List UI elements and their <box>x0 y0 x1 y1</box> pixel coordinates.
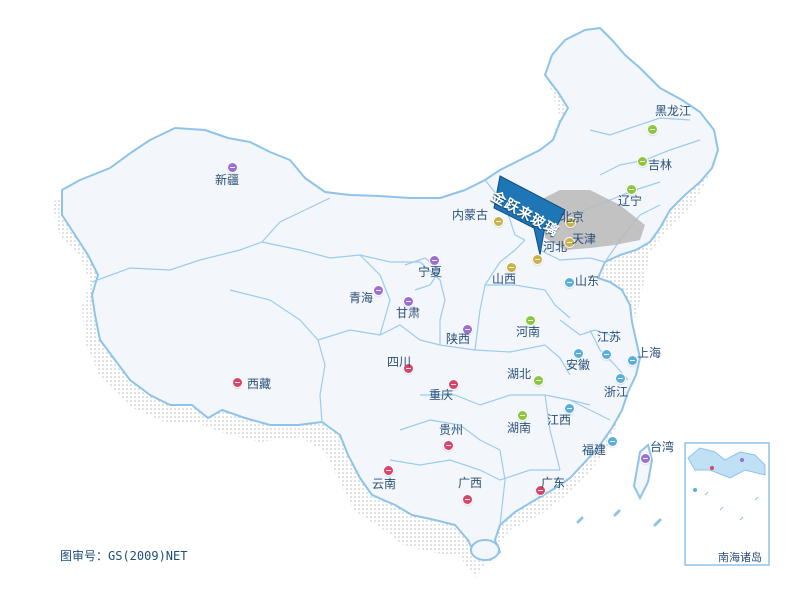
province-label[interactable]: 贵州 <box>439 423 464 437</box>
province-label[interactable]: 宁夏 <box>418 265 443 279</box>
province-label[interactable]: 西藏 <box>247 377 272 391</box>
province-label[interactable]: 重庆 <box>429 388 454 402</box>
province-label[interactable]: 广东 <box>541 476 566 490</box>
province-marker-icon[interactable] <box>536 486 545 495</box>
province-marker-icon[interactable] <box>628 356 637 365</box>
province-marker-icon[interactable] <box>430 256 439 265</box>
province-label[interactable]: 青海 <box>349 291 374 305</box>
region-highlight <box>540 190 645 250</box>
province-label[interactable]: 云南 <box>372 477 397 491</box>
province-marker-icon[interactable] <box>384 466 393 475</box>
province-label[interactable]: 天津 <box>572 232 597 246</box>
province-marker-icon[interactable] <box>574 349 583 358</box>
province-label[interactable]: 甘肃 <box>396 306 421 320</box>
province-label[interactable]: 上海 <box>637 346 662 360</box>
province-label[interactable]: 江苏 <box>597 330 622 344</box>
province-label[interactable]: 湖南 <box>507 421 532 435</box>
province-label[interactable]: 陕西 <box>446 332 471 346</box>
province-marker-icon[interactable] <box>616 374 625 383</box>
province-marker-icon[interactable] <box>602 350 611 359</box>
province-marker-icon[interactable] <box>449 380 458 389</box>
province-label[interactable]: 福建 <box>582 443 607 457</box>
province-marker-icon[interactable] <box>641 454 650 463</box>
province-marker-icon[interactable] <box>228 163 237 172</box>
province-marker-icon[interactable] <box>518 411 527 420</box>
map-approval-number: 图审号：GS(2009)NET <box>60 549 188 563</box>
hainan-island <box>470 539 500 561</box>
province-label[interactable]: 辽宁 <box>618 194 643 208</box>
province-label[interactable]: 山东 <box>575 274 600 288</box>
province-label[interactable]: 内蒙古 <box>452 208 489 222</box>
province-marker-icon[interactable] <box>565 238 574 247</box>
province-marker-icon[interactable] <box>374 286 383 295</box>
province-marker-icon[interactable] <box>648 125 657 134</box>
province-marker-icon[interactable] <box>444 441 453 450</box>
province-marker-icon[interactable] <box>494 217 503 226</box>
province-marker-icon[interactable] <box>565 404 574 413</box>
south-sea-dashes <box>576 509 662 527</box>
south-sea-inset-content <box>687 447 766 521</box>
province-marker-icon[interactable] <box>533 255 542 264</box>
province-marker-icon[interactable] <box>565 278 574 287</box>
province-label[interactable]: 吉林 <box>648 158 673 172</box>
province-label[interactable]: 河南 <box>516 325 541 339</box>
province-label[interactable]: 山西 <box>492 272 517 286</box>
province-label[interactable]: 新疆 <box>215 173 240 187</box>
province-label[interactable]: 台湾 <box>650 440 675 454</box>
province-label[interactable]: 黑龙江 <box>655 104 692 118</box>
province-marker-icon[interactable] <box>627 185 636 194</box>
province-label[interactable]: 广西 <box>458 476 483 490</box>
province-marker-icon[interactable] <box>608 437 617 446</box>
province-marker-icon[interactable] <box>507 263 516 272</box>
province-label[interactable]: 湖北 <box>507 367 532 381</box>
province-marker-icon[interactable] <box>566 218 575 227</box>
company-callout-pin <box>493 175 566 256</box>
province-label[interactable]: 浙江 <box>604 385 629 399</box>
province-label[interactable]: 北京 <box>560 210 585 224</box>
province-marker-icon[interactable] <box>638 157 647 166</box>
province-label[interactable]: 江西 <box>547 413 572 427</box>
province-marker-icon[interactable] <box>463 495 472 504</box>
province-label[interactable]: 安徽 <box>566 358 591 372</box>
province-marker-icon[interactable] <box>526 316 535 325</box>
province-label[interactable]: 河北 <box>543 240 568 254</box>
south-sea-islands-label: 南海诸岛 <box>718 551 762 564</box>
province-marker-icon[interactable] <box>404 364 413 373</box>
mainland-outline <box>61 27 719 561</box>
province-marker-icon[interactable] <box>404 297 413 306</box>
province-marker-icon[interactable] <box>233 378 242 387</box>
province-marker-icon[interactable] <box>534 376 543 385</box>
province-marker-icon[interactable] <box>463 325 472 334</box>
province-label[interactable]: 四川 <box>387 355 412 369</box>
